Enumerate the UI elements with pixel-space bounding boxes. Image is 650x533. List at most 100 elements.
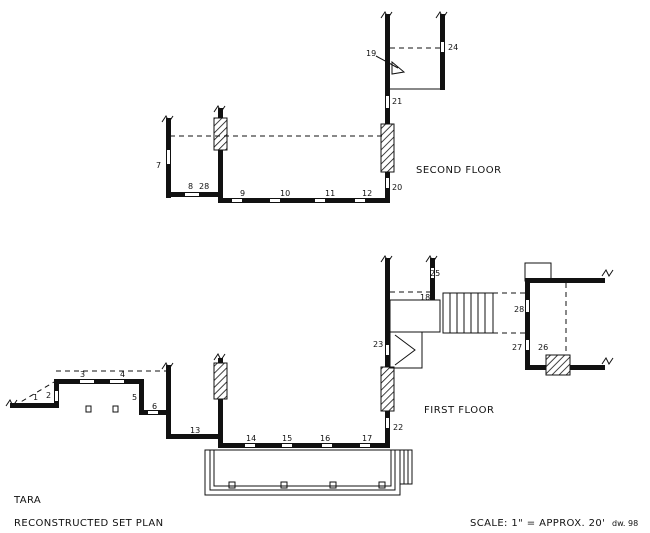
wall-kitchen-top — [525, 278, 605, 283]
porch-inner — [209, 449, 396, 491]
label-3: 3 — [80, 370, 85, 379]
number-labels: 1 2 3 4 5 6 7 8 9 10 11 12 13 14 15 16 1… — [33, 43, 548, 443]
label-28-second: 28 — [199, 182, 209, 191]
post — [378, 481, 386, 489]
stairs — [442, 292, 494, 334]
label-11: 11 — [325, 189, 335, 198]
wall-passage-v — [166, 410, 171, 439]
break-mark — [161, 115, 174, 123]
porch-inner-2 — [213, 449, 392, 487]
leader-19 — [375, 55, 399, 69]
first-floor-title: FIRST FLOOR — [424, 405, 494, 416]
window-17 — [360, 444, 370, 447]
post — [85, 405, 92, 413]
post — [228, 481, 236, 489]
scale-note: SCALE: 1" = APPROX. 20' — [470, 518, 605, 529]
post — [329, 481, 337, 489]
wall-kitchen-left — [525, 278, 530, 370]
label-14: 14 — [246, 434, 256, 443]
wall-main-left — [218, 358, 223, 448]
break-mark — [380, 11, 393, 19]
break-mark — [601, 357, 614, 365]
window-28 — [526, 300, 529, 312]
label-22: 22 — [393, 423, 403, 432]
label-19: 19 — [366, 49, 376, 58]
label-18: 18 — [420, 293, 430, 302]
label-1: 1 — [33, 393, 38, 402]
label-2: 2 — [46, 391, 51, 400]
window-14 — [245, 444, 255, 447]
break-mark — [213, 353, 226, 361]
label-4: 4 — [120, 370, 125, 379]
label-6: 6 — [152, 402, 157, 411]
label-16: 16 — [320, 434, 330, 443]
wall-passage — [166, 434, 221, 439]
label-12: 12 — [362, 189, 372, 198]
wall-wing-7 — [166, 365, 171, 415]
stair-23 — [394, 334, 416, 366]
window-11 — [315, 199, 325, 202]
wall-main-bottom — [218, 443, 390, 448]
plan-subtitle: RECONSTRUCTED SET PLAN — [14, 518, 164, 529]
signature: dw. 98 — [612, 519, 638, 528]
label-13: 13 — [190, 426, 200, 435]
stair-19 — [391, 60, 406, 75]
wall-left — [218, 108, 223, 203]
window-4 — [110, 380, 124, 383]
window-27 — [526, 340, 529, 350]
second-floor-plan — [161, 11, 448, 203]
annex-stair — [389, 331, 423, 369]
window-20 — [386, 178, 389, 188]
label-27: 27 — [512, 343, 522, 352]
window-6 — [148, 411, 158, 414]
break-mark — [435, 11, 448, 19]
second-floor-title: SECOND FLOOR — [416, 165, 502, 176]
porch-steps — [399, 449, 413, 485]
wall-wing-3 — [54, 379, 142, 384]
label-23: 23 — [373, 340, 383, 349]
window-3 — [80, 380, 94, 383]
window-2 — [55, 391, 58, 401]
label-26: 26 — [538, 343, 548, 352]
chimney-kitchen — [545, 354, 571, 376]
label-24: 24 — [448, 43, 458, 52]
label-5: 5 — [132, 393, 137, 402]
label-17: 17 — [362, 434, 372, 443]
break-mark — [425, 255, 438, 263]
break-mark — [213, 105, 226, 113]
label-20: 20 — [392, 183, 402, 192]
label-8: 8 — [188, 182, 193, 191]
label-25: 25 — [430, 269, 440, 278]
break-mark — [5, 399, 18, 407]
label-21: 21 — [392, 97, 402, 106]
window-22 — [386, 418, 389, 428]
window-9 — [232, 199, 242, 202]
wall-bottom — [218, 198, 390, 203]
label-7: 7 — [156, 161, 161, 170]
wall-wing-1 — [10, 403, 56, 408]
window-15 — [282, 444, 292, 447]
window-12 — [355, 199, 365, 202]
window-7 — [167, 150, 170, 164]
chimney-main-left — [213, 362, 228, 400]
window-23 — [386, 345, 389, 355]
break-mark — [161, 362, 174, 370]
wall-annex — [430, 258, 435, 300]
wall-wing-5 — [139, 379, 144, 415]
window-21 — [386, 96, 389, 108]
first-floor-plan — [5, 255, 614, 496]
label-28-first: 28 — [514, 305, 524, 314]
window-10 — [270, 199, 280, 202]
chimney-left — [213, 117, 228, 151]
post — [112, 405, 119, 413]
chimney-right — [380, 123, 395, 173]
window-24 — [441, 42, 444, 52]
label-10: 10 — [280, 189, 290, 198]
window-8 — [185, 193, 199, 196]
window-16 — [322, 444, 332, 447]
label-9: 9 — [240, 189, 245, 198]
label-15: 15 — [282, 434, 292, 443]
plan-title: TARA — [13, 495, 41, 506]
break-mark — [380, 255, 393, 263]
